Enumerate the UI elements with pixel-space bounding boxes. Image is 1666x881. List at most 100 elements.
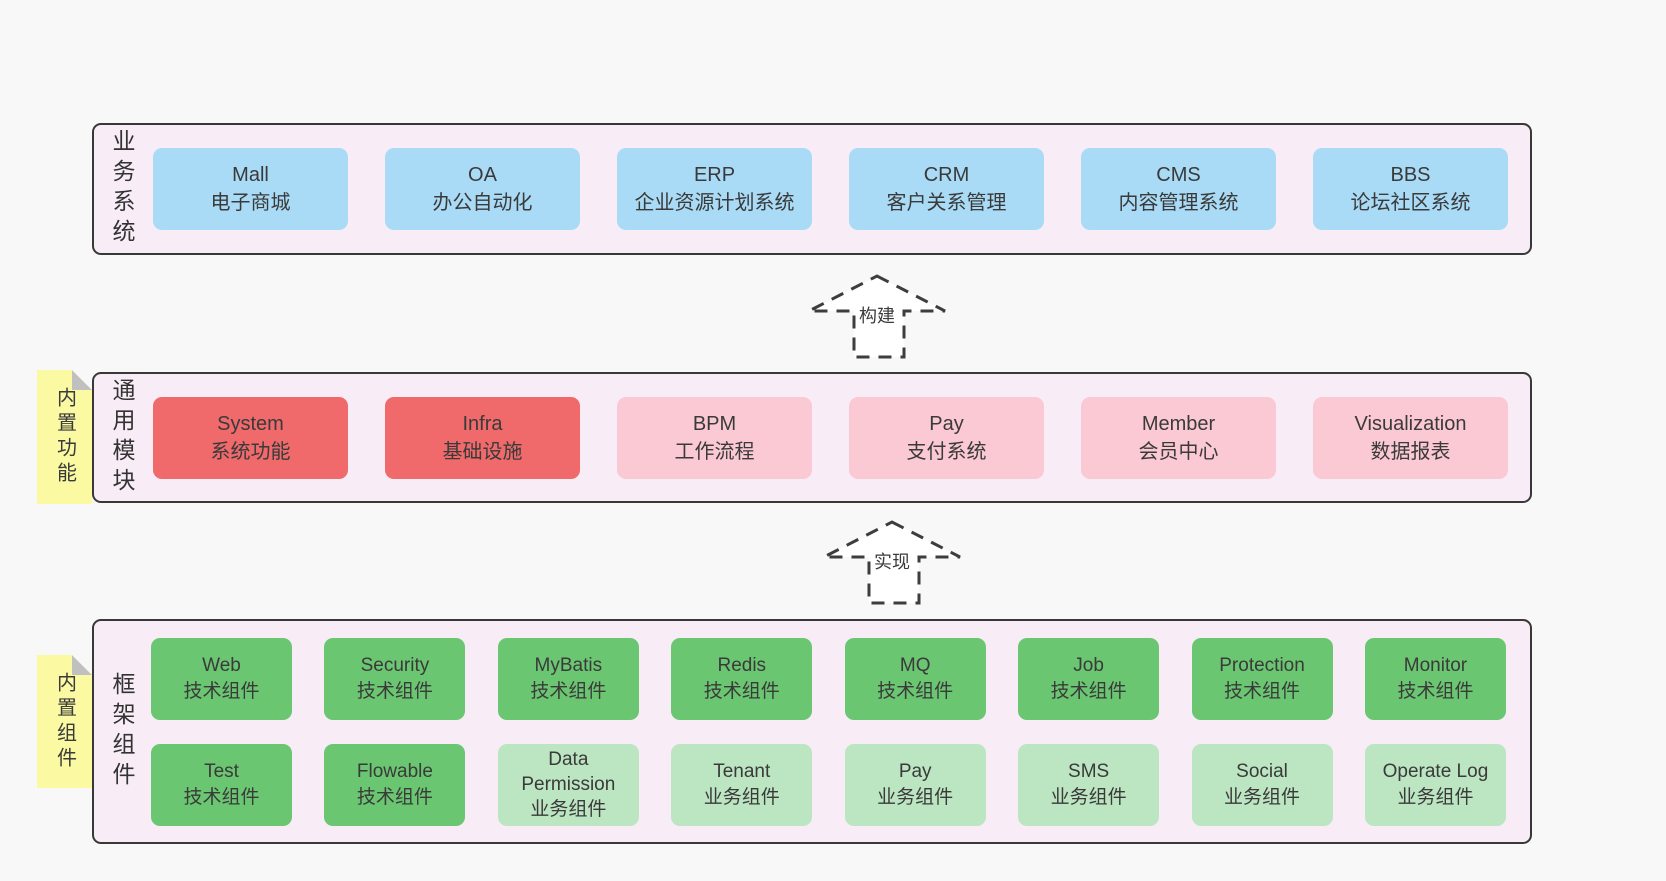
box-subtitle: 技术组件: [1397, 680, 1474, 702]
box-title: Test: [204, 761, 239, 783]
box-subtitle: 会员中心: [1138, 440, 1219, 463]
box-subtitle: 技术组件: [703, 680, 780, 702]
box-title: Social: [1236, 761, 1288, 783]
box-subtitle: 论坛社区系统: [1350, 192, 1471, 214]
band-framework-components: 框架组件 Web 技术组件 Security 技术组件 MyBatis 技术组件…: [92, 619, 1532, 844]
box-visualization: Visualization 数据报表: [1313, 396, 1508, 479]
box-title: Visualization: [1354, 412, 1467, 435]
box-subtitle: 系统功能: [210, 440, 291, 463]
box-subtitle: 业务组件: [703, 786, 780, 808]
box-subtitle: 技术组件: [183, 680, 260, 702]
box-web: Web 技术组件: [151, 637, 292, 720]
box-subtitle: 技术组件: [183, 786, 260, 808]
box-subtitle: 技术组件: [356, 786, 433, 808]
sticky-note-builtin-features: 内置功能: [37, 370, 92, 504]
box-title: CMS: [1156, 164, 1201, 186]
box-title: Infra: [462, 412, 503, 435]
sticky-note-builtin-components: 内置组件: [37, 655, 92, 788]
box-subtitle: 业务组件: [1050, 786, 1127, 808]
arrow-label: 构建: [856, 304, 898, 329]
box-title: MQ: [899, 655, 931, 677]
box-title: CRM: [923, 164, 970, 186]
box-title: Pay: [898, 761, 932, 783]
box-title: ERP: [693, 164, 736, 186]
box-security: Security 技术组件: [324, 637, 466, 720]
component-row-1: Web 技术组件 Security 技术组件 MyBatis 技术组件 Redi…: [151, 637, 1506, 720]
box-cms: CMS 内容管理系统: [1081, 148, 1276, 230]
box-subtitle: 技术组件: [877, 680, 954, 702]
band-label-common-modules: 通用模块: [109, 377, 135, 498]
box-infra: Infra 基础设施: [385, 396, 580, 479]
box-flowable: Flowable 技术组件: [324, 743, 466, 826]
box-system: System 系统功能: [153, 396, 348, 479]
box-mall: Mall 电子商城: [153, 148, 348, 230]
band-label-framework-components: 框架组件: [109, 671, 135, 792]
box-subtitle: 技术组件: [530, 680, 607, 702]
box-subtitle: 技术组件: [1224, 680, 1301, 702]
box-subtitle: 业务组件: [1224, 786, 1301, 808]
box-subtitle: 电子商城: [210, 192, 291, 214]
box-social: Social 业务组件: [1191, 743, 1333, 826]
box-subtitle: 企业资源计划系统: [634, 192, 795, 214]
box-sms: SMS 业务组件: [1018, 743, 1160, 826]
box-title: Redis: [717, 655, 767, 677]
band-common-modules: 通用模块 System 系统功能 Infra 基础设施 BPM 工作流程 Pay…: [92, 372, 1532, 503]
box-subtitle: 技术组件: [356, 680, 433, 702]
dashed-up-arrow-implement: 实现: [822, 520, 962, 605]
box-subtitle: 数据报表: [1370, 440, 1451, 463]
box-job: Job 技术组件: [1018, 637, 1160, 720]
box-title: System: [217, 412, 284, 435]
box-pay: Pay 支付系统: [849, 396, 1044, 479]
box-subtitle: 办公自动化: [432, 192, 533, 214]
box-title: Security: [360, 655, 430, 677]
box-bpm: BPM 工作流程: [617, 396, 812, 479]
box-title: Job: [1073, 655, 1104, 677]
box-tenant: Tenant 业务组件: [671, 743, 813, 826]
box-title: BBS: [1390, 164, 1431, 186]
box-title: Member: [1141, 412, 1216, 435]
box-subtitle: 基础设施: [442, 440, 523, 463]
box-subtitle: 客户关系管理: [886, 192, 1007, 214]
box-title: Flowable: [356, 761, 433, 783]
sticky-label: 内置组件: [53, 671, 76, 772]
component-row-2: Test 技术组件 Flowable 技术组件 Data Permission …: [151, 743, 1506, 826]
box-title: Pay: [929, 412, 964, 435]
box-subtitle: 技术组件: [1050, 680, 1127, 702]
box-subtitle: 业务组件: [877, 786, 954, 808]
arrow-label: 实现: [871, 550, 913, 575]
box-title: Tenant: [713, 761, 771, 783]
band-content: System 系统功能 Infra 基础设施 BPM 工作流程 Pay 支付系统…: [153, 396, 1508, 479]
band-content: Web 技术组件 Security 技术组件 MyBatis 技术组件 Redi…: [151, 637, 1506, 826]
box-oa: OA 办公自动化: [385, 148, 580, 230]
box-mybatis: MyBatis 技术组件: [497, 637, 639, 720]
box-protection: Protection 技术组件: [1191, 637, 1333, 720]
box-subtitle: 内容管理系统: [1118, 192, 1239, 214]
box-pay-biz: Pay 业务组件: [844, 743, 986, 826]
box-subtitle: 业务组件: [1397, 786, 1474, 808]
box-title: MyBatis: [534, 655, 603, 677]
box-title: SMS: [1068, 761, 1110, 783]
box-title: Mall: [232, 164, 269, 186]
box-title: Data Permission: [521, 748, 616, 795]
box-data-permission: Data Permission 业务组件: [497, 743, 639, 826]
band-business-systems: 业务系统 Mall 电子商城 OA 办公自动化 ERP 企业资源计划系统 CRM…: [92, 123, 1532, 255]
band-label-business-systems: 业务系统: [109, 129, 135, 249]
box-crm: CRM 客户关系管理: [849, 148, 1044, 230]
box-bbs: BBS 论坛社区系统: [1313, 148, 1508, 230]
box-redis: Redis 技术组件: [671, 637, 813, 720]
box-monitor: Monitor 技术组件: [1364, 637, 1506, 720]
box-title: Web: [202, 655, 241, 677]
box-title: Monitor: [1403, 655, 1468, 677]
box-title: BPM: [692, 412, 737, 435]
box-title: Protection: [1219, 655, 1305, 677]
box-subtitle: 业务组件: [530, 799, 607, 821]
box-test: Test 技术组件: [151, 743, 292, 826]
dashed-up-arrow-build: 构建: [807, 274, 947, 359]
sticky-label: 内置功能: [53, 387, 76, 487]
box-title: Operate Log: [1382, 761, 1489, 783]
box-subtitle: 支付系统: [906, 440, 987, 463]
box-erp: ERP 企业资源计划系统: [617, 148, 812, 230]
box-subtitle: 工作流程: [674, 440, 755, 463]
box-title: OA: [468, 164, 497, 186]
band-content: Mall 电子商城 OA 办公自动化 ERP 企业资源计划系统 CRM 客户关系…: [153, 148, 1508, 230]
